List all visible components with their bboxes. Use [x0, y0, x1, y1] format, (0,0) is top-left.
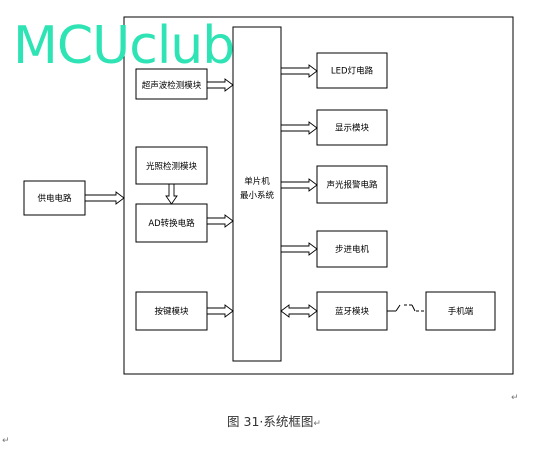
arrow-ad-to-mcu [206, 214, 234, 228]
bluetooth-module-label: 蓝牙模块 [335, 306, 370, 317]
led-circuit-label: LED灯电路 [331, 66, 374, 77]
paragraph-mark-left: ↵ [2, 436, 10, 446]
mcu-label-line1: 单片机 [244, 176, 270, 187]
ad-convert-block [135, 203, 208, 243]
arrow-mcu-to-stepper [280, 242, 318, 256]
wireless-link-bluetooth-phone [387, 304, 426, 312]
keys-module-block [135, 291, 208, 331]
mcuclub-watermark: MCUclub [13, 16, 235, 76]
ad-convert-label: AD转换电路 [148, 218, 195, 229]
arrow-mcu-to-display [280, 121, 318, 135]
stepper-motor-block [316, 230, 388, 268]
arrow-mcu-to-led [280, 64, 318, 78]
ultrasonic-module-label: 超声波检测模块 [142, 80, 202, 91]
power-circuit-label: 供电电路 [37, 193, 72, 204]
keys-module-label: 按键模块 [154, 306, 189, 317]
arrow-mcu-to-alarm [280, 178, 318, 192]
phone-label: 手机端 [448, 306, 474, 317]
power-circuit-block [23, 180, 86, 216]
display-module-block [316, 109, 388, 146]
arrow-light-to-ad [165, 183, 178, 205]
mcu-block [232, 26, 282, 362]
paragraph-mark-right: ↵ [511, 393, 519, 403]
display-module-label: 显示模块 [335, 123, 370, 134]
alarm-circuit-label: 声光报警电路 [326, 180, 378, 191]
figure-caption-text: 图 31·系统框图 [227, 414, 314, 429]
mcu-label-line2: 最小系统 [240, 190, 275, 201]
arrow-ultrasonic-to-mcu [206, 78, 234, 92]
arrow-power-to-system [84, 191, 125, 205]
led-circuit-block [316, 52, 388, 89]
arrow-keys-to-mcu [206, 304, 234, 318]
light-detect-module-label: 光照检测模块 [146, 161, 198, 172]
bluetooth-module-block [316, 291, 388, 331]
phone-block [425, 291, 496, 331]
stepper-motor-label: 步进电机 [335, 244, 370, 255]
arrow-mcu-bluetooth-bidirectional [280, 304, 318, 318]
caption-paragraph-mark: ↵ [313, 419, 321, 429]
figure-caption: 图 31·系统框图↵ [0, 411, 548, 430]
